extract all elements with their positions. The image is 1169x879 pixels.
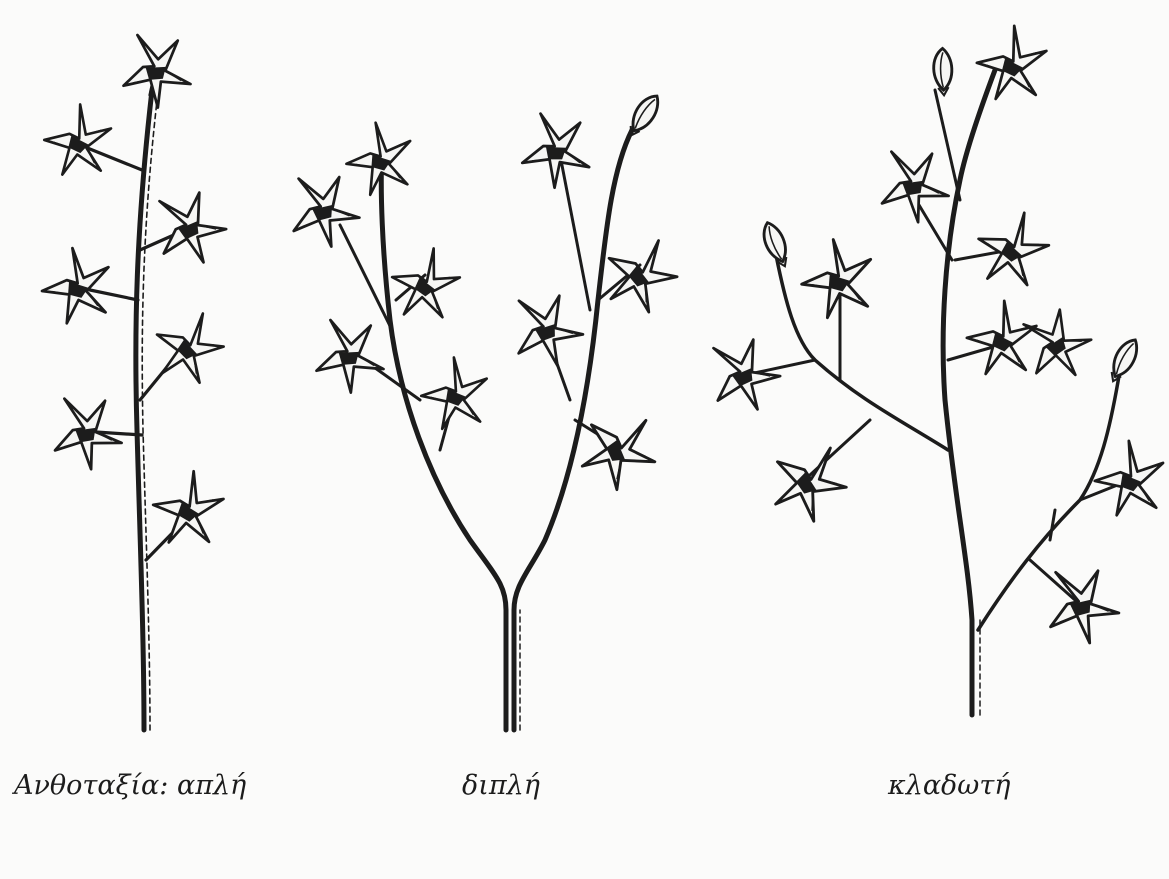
flower-icon	[140, 179, 235, 277]
flower-icon	[870, 140, 953, 230]
double-inflorescence	[277, 91, 689, 730]
simple-inflorescence	[35, 27, 235, 730]
flower-icon	[37, 244, 115, 329]
flower-icon	[957, 293, 1045, 386]
flower-icon	[1088, 435, 1169, 525]
flower-icon	[308, 312, 386, 397]
caption-branched: κλαδωτή	[888, 772, 1010, 799]
flower-icon	[1034, 557, 1125, 654]
stems	[80, 72, 185, 730]
branched-inflorescence	[694, 18, 1169, 715]
flower-icon	[379, 238, 470, 332]
flower-bud-icon	[1106, 335, 1142, 385]
flower-icon	[694, 326, 789, 424]
flower-icon	[35, 97, 119, 186]
flower-icon	[414, 352, 494, 438]
flower-icon	[1007, 297, 1102, 393]
caption-double: διπλή	[462, 772, 540, 799]
flower-icon	[115, 27, 193, 112]
flower-icon	[499, 282, 591, 378]
flower-icon	[963, 200, 1060, 299]
flower-icon	[142, 462, 234, 558]
flower-bud-icon	[624, 91, 663, 141]
flower-icon	[277, 164, 365, 257]
caption-simple: Ανθοταξία: απλή	[14, 772, 246, 799]
flower-icon	[967, 18, 1055, 111]
flower-icon	[518, 110, 591, 190]
flower-icon	[797, 235, 878, 324]
